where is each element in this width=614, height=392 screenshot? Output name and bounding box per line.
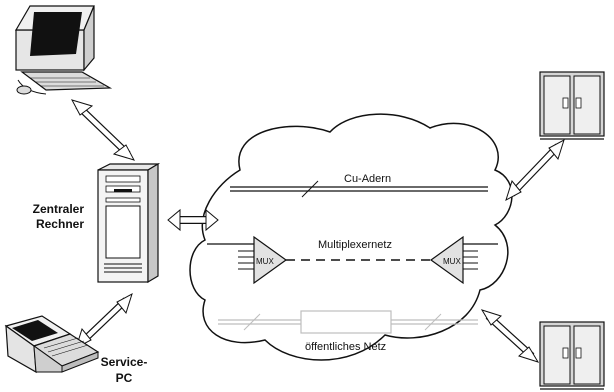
- mux-left-label: MUX: [256, 257, 274, 266]
- central-computer-label-line1: Zentraler: [33, 202, 85, 216]
- service-pc-label-line2: PC: [116, 371, 133, 385]
- public-network-label: öffentliches Netz: [305, 341, 386, 353]
- workstation-icon: [14, 5, 113, 95]
- central-computer-label-line2: Rechner: [36, 217, 84, 231]
- laptop-icon: [4, 315, 100, 374]
- mux-right: MUX: [429, 235, 498, 285]
- server-tower-icon: [97, 162, 161, 284]
- network-cloud: [189, 113, 513, 361]
- mux-network-label: Multiplexernetz: [318, 239, 392, 251]
- public-network-link: [218, 310, 478, 334]
- arrow-cloud-cabinet-bottom: [480, 309, 540, 363]
- service-pc-label-line1: Service-: [101, 355, 148, 369]
- arrow-server-cloud: [167, 208, 219, 232]
- mux-right-label: MUX: [443, 257, 461, 266]
- copper-label: Cu-Adern: [344, 173, 391, 185]
- cabinet-bottom-icon: [539, 321, 605, 390]
- arrow-laptop-server: [75, 292, 133, 350]
- mux-left: MUX: [207, 235, 288, 285]
- cabinet-top-icon: [539, 71, 605, 140]
- arrow-cloud-cabinet-top: [505, 138, 565, 202]
- copper-link: [230, 180, 488, 198]
